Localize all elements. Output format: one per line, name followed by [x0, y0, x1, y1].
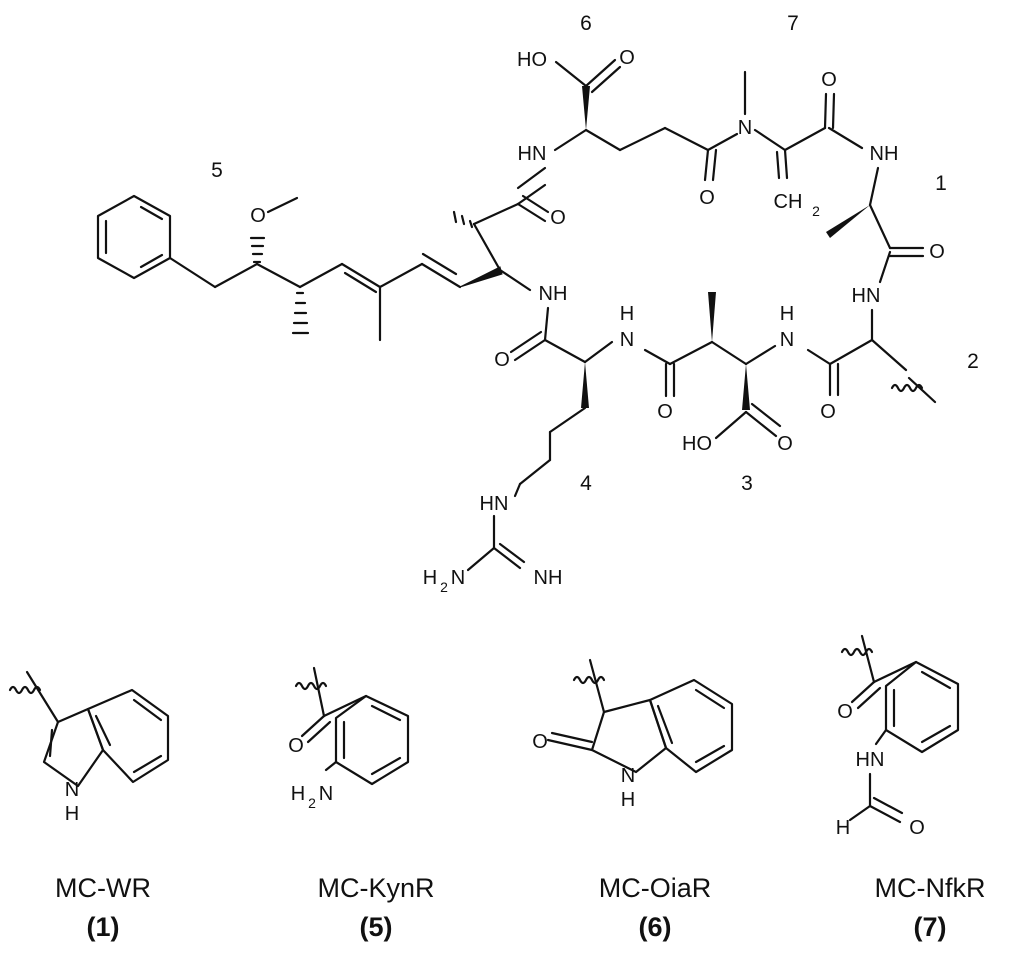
variant-number-1: (1) — [87, 912, 120, 942]
nfkr-hn-label: HN — [856, 749, 885, 771]
ala-carbonyl-o-label: O — [929, 241, 945, 263]
ala-residue: O HN — [826, 166, 945, 307]
guanidine-h2n-h: H — [423, 567, 437, 589]
kynr-o-label: O — [288, 735, 304, 757]
variant-mc-wr: N H MC-WR (1) — [8, 670, 170, 942]
variant-name-mc-nfkr: MC-NfkR — [875, 873, 986, 903]
methoxy-oxygen-label: O — [250, 205, 266, 227]
position-number-5: 5 — [211, 159, 223, 182]
masp-nh-n-label: N — [620, 329, 634, 351]
indole-h-label: H — [65, 803, 79, 825]
variant-mc-oiar: O N H MC-OiaR (6) — [532, 658, 734, 942]
ala-wedge-bond — [826, 205, 870, 238]
glu-residue: HN HO O O — [516, 47, 739, 209]
mdha-ch-label: CH — [774, 191, 803, 213]
glu-acid-o-label: O — [619, 47, 635, 69]
glu-amide-o-label: O — [699, 187, 715, 209]
kynr-h2n-n: N — [319, 783, 333, 805]
masp-wedge-down — [742, 364, 750, 410]
adda-nh-label: NH — [539, 283, 568, 305]
mdha-residue: N CH 2 O NH — [738, 69, 899, 219]
position-number-2: 2 — [967, 350, 979, 373]
arg-residue: O HN H 2 N NH — [423, 306, 614, 595]
variant-mc-nfkr: O HN H O MC-NfkR (7) — [836, 634, 986, 942]
variant-number-5: (5) — [360, 912, 393, 942]
masp-acid-o-label: O — [777, 433, 793, 455]
ala-nh-label: NH — [870, 143, 899, 165]
guanidine-h2n-subscript: 2 — [440, 579, 448, 595]
position-number-3: 3 — [741, 472, 753, 495]
arg-wedge-bond — [581, 362, 589, 408]
nfkr-o-top-label: O — [837, 701, 853, 723]
mdha-n-label: N — [738, 117, 752, 139]
arg-carbonyl-o-label: O — [494, 349, 510, 371]
glu-hn-label: HN — [518, 143, 547, 165]
indole-n-label: N — [65, 779, 79, 801]
masp-acid-ho-label: HO — [682, 433, 712, 455]
position-number-4: 4 — [580, 472, 592, 495]
mdha-carbonyl-o-label: O — [821, 69, 837, 91]
nfkr-h-label: H — [836, 817, 850, 839]
phenyl-ring — [96, 194, 172, 280]
x-carbonyl-o-label: O — [820, 401, 836, 423]
position-number-7: 7 — [787, 12, 799, 35]
masp-residue: HO O O H N — [620, 292, 793, 455]
kynr-h2n-h: H — [291, 783, 305, 805]
wavy-bond — [8, 685, 42, 695]
position-number-1: 1 — [935, 172, 947, 195]
adda-hash-methyl — [452, 210, 474, 229]
nfkr-o-bottom-label: O — [909, 817, 925, 839]
adda-chain: O — [168, 183, 568, 342]
attachment-wavy-bond — [890, 383, 924, 393]
x-nh-n-label: N — [780, 329, 794, 351]
x-nh-h-label: H — [780, 303, 794, 325]
variant-name-mc-oiar: MC-OiaR — [599, 873, 712, 903]
methyl-hash-bond — [291, 291, 310, 335]
mdha-ch2-subscript: 2 — [812, 203, 820, 219]
oiar-h-label: H — [621, 789, 635, 811]
oiar-o-label: O — [532, 731, 548, 753]
leu-hn-label: HN — [852, 285, 881, 307]
variant-name-mc-kynr: MC-KynR — [317, 873, 434, 903]
guanidine-hn-label: HN — [480, 493, 509, 515]
variant-number-6: (6) — [639, 912, 672, 942]
guanidine-h2n-n: N — [451, 567, 465, 589]
masp-wedge-up — [708, 292, 716, 342]
masp-carbonyl-o-label: O — [657, 401, 673, 423]
main-structure: 6 7 5 1 2 4 3 O — [96, 12, 979, 595]
masp-nh-h-label: H — [620, 303, 634, 325]
position-number-6: 6 — [580, 12, 592, 35]
adda-wedge-bond — [459, 266, 503, 288]
guanidine-nh-label: NH — [534, 567, 563, 589]
methoxy-hash-bond — [249, 236, 266, 264]
kynr-h2n-subscript: 2 — [308, 795, 316, 811]
x-residue: O H N — [780, 303, 937, 423]
oiar-n-label: N — [621, 765, 635, 787]
wavy-bond — [294, 681, 328, 691]
adda-carbonyl-oxygen: O — [550, 207, 566, 229]
variant-mc-kynr: O H 2 N MC-KynR (5) — [288, 666, 435, 942]
glu-acid-ho-label: HO — [517, 49, 547, 71]
glu-wedge-bond — [582, 86, 590, 130]
wavy-bond — [572, 675, 606, 685]
variant-name-mc-wr: MC-WR — [55, 873, 151, 903]
variant-number-7: (7) — [914, 912, 947, 942]
